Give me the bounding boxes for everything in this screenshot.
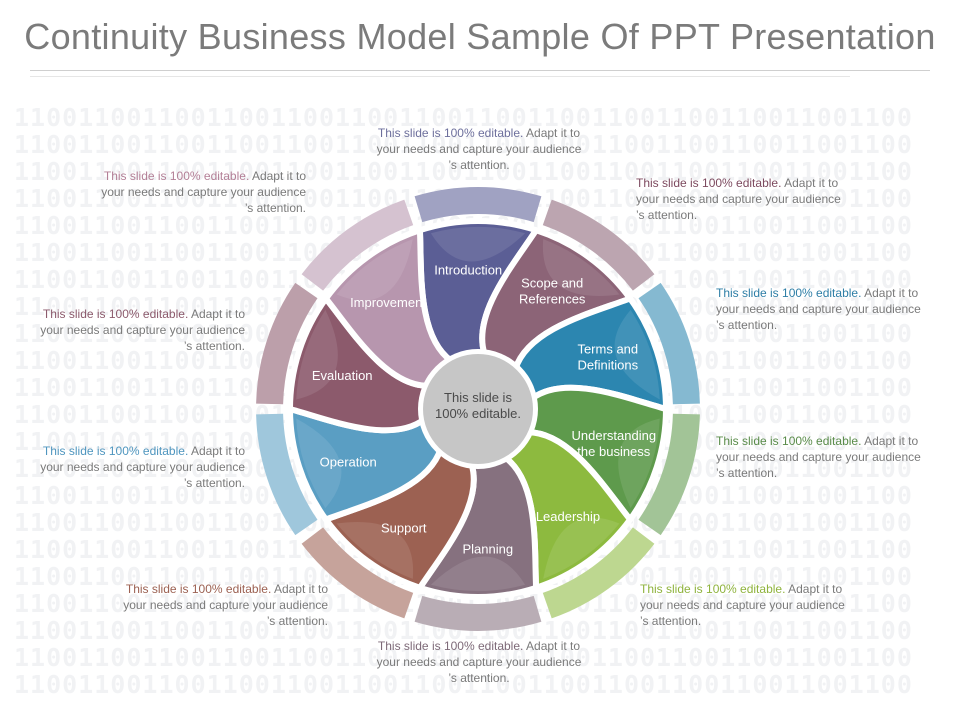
- note-highlight: This slide is 100% editable.: [716, 434, 862, 448]
- segment-label-terms-and-definitions-line-2: Definitions: [577, 358, 638, 373]
- note-introduction: This slide is 100% editable. Adapt it to…: [374, 125, 584, 173]
- segment-label-scope-and-references-line-2: References: [519, 291, 586, 306]
- note-text: Adapt it to your needs and capture your …: [716, 286, 921, 332]
- ring-segment-scope-and-references: [542, 199, 655, 291]
- title-divider: [30, 70, 930, 71]
- note-highlight: This slide is 100% editable.: [636, 176, 782, 190]
- outer-ring: [256, 187, 700, 631]
- segment-label-introduction: Introduction: [434, 262, 502, 277]
- note-scope-and-references: This slide is 100% editable. Adapt it to…: [636, 175, 846, 223]
- segment-label-operation: Operation: [320, 454, 377, 469]
- note-highlight: This slide is 100% editable.: [377, 126, 524, 140]
- segment-label-support: Support: [381, 521, 427, 536]
- note-leadership: This slide is 100% editable. Adapt it to…: [640, 581, 850, 629]
- ring-segment-understanding-the-business: [638, 413, 700, 536]
- segment-label-scope-and-references-line-1: Scope and: [521, 275, 583, 290]
- note-highlight: This slide is 100% editable.: [103, 169, 250, 183]
- note-operation: This slide is 100% editable. Adapt it to…: [35, 443, 245, 491]
- note-evaluation: This slide is 100% editable. Adapt it to…: [35, 306, 245, 354]
- ring-segment-improvement: [301, 199, 414, 291]
- segment-label-terms-and-definitions-line-1: Terms and: [577, 342, 638, 357]
- note-text: Adapt it to your needs and capture your …: [640, 582, 845, 628]
- hub-text-line-2: 100% editable.: [435, 406, 521, 421]
- note-highlight: This slide is 100% editable.: [377, 639, 524, 653]
- ring-segment-terms-and-definitions: [638, 282, 700, 405]
- note-text: Adapt it to your needs and capture your …: [376, 126, 582, 172]
- hub-circle: [423, 354, 533, 464]
- petal-highlight-understanding-the-business: [618, 418, 660, 509]
- note-highlight: This slide is 100% editable.: [640, 582, 786, 596]
- note-text: Adapt it to your needs and capture your …: [40, 444, 245, 490]
- petal-highlight-terms-and-definitions: [614, 309, 660, 400]
- note-text: Adapt it to your needs and capture your …: [636, 176, 841, 222]
- page-title: Continuity Business Model Sample Of PPT …: [24, 16, 936, 57]
- ring-segment-support: [301, 527, 414, 619]
- note-text: Adapt it to your needs and capture your …: [123, 582, 328, 628]
- petal-highlight-evaluation: [296, 309, 338, 400]
- petal-highlight-planning: [430, 556, 526, 592]
- hub-text-line-1: This slide is: [444, 390, 512, 405]
- note-text: Adapt it to your needs and capture your …: [376, 639, 582, 685]
- note-terms-and-definitions: This slide is 100% editable. Adapt it to…: [716, 285, 926, 333]
- note-text: Adapt it to your needs and capture your …: [716, 434, 921, 480]
- note-planning: This slide is 100% editable. Adapt it to…: [374, 638, 584, 686]
- note-improvement: This slide is 100% editable. Adapt it to…: [96, 168, 306, 216]
- ring-segment-evaluation: [256, 282, 318, 405]
- petal-segments: [287, 218, 669, 600]
- segment-label-evaluation: Evaluation: [312, 368, 373, 383]
- note-support: This slide is 100% editable. Adapt it to…: [118, 581, 328, 629]
- ring-segment-operation: [256, 413, 318, 536]
- segment-label-planning: Planning: [462, 542, 513, 557]
- petal-highlight-scope-and-references: [542, 239, 620, 296]
- title-divider-secondary: [30, 76, 850, 77]
- petal-highlight-leadership: [543, 517, 620, 579]
- note-highlight: This slide is 100% editable.: [716, 286, 862, 300]
- ring-segment-leadership: [542, 527, 655, 619]
- segment-label-improvement: Improvement: [350, 295, 426, 310]
- segment-label-leadership: Leadership: [536, 509, 600, 524]
- note-text: Adapt it to your needs and capture your …: [40, 307, 245, 353]
- note-highlight: This slide is 100% editable.: [42, 444, 189, 458]
- note-text: Adapt it to your needs and capture your …: [101, 169, 306, 215]
- petal-highlight-operation: [296, 418, 342, 509]
- note-highlight: This slide is 100% editable.: [42, 307, 189, 321]
- ring-segment-introduction: [414, 187, 542, 223]
- petal-highlight-improvement: [336, 239, 413, 301]
- segment-label-understanding-the-business-line-1: Understanding: [572, 428, 657, 443]
- ring-segment-planning: [414, 595, 542, 631]
- petal-highlight-support: [336, 522, 414, 579]
- petal-highlight-introduction: [430, 226, 526, 262]
- note-highlight: This slide is 100% editable.: [125, 582, 272, 596]
- center-hub: This slide is 100% editable.: [418, 349, 538, 469]
- segment-label-understanding-the-business-line-2: the business: [577, 444, 650, 459]
- petal-improvement: [322, 227, 455, 389]
- note-understanding-the-business: This slide is 100% editable. Adapt it to…: [716, 433, 926, 481]
